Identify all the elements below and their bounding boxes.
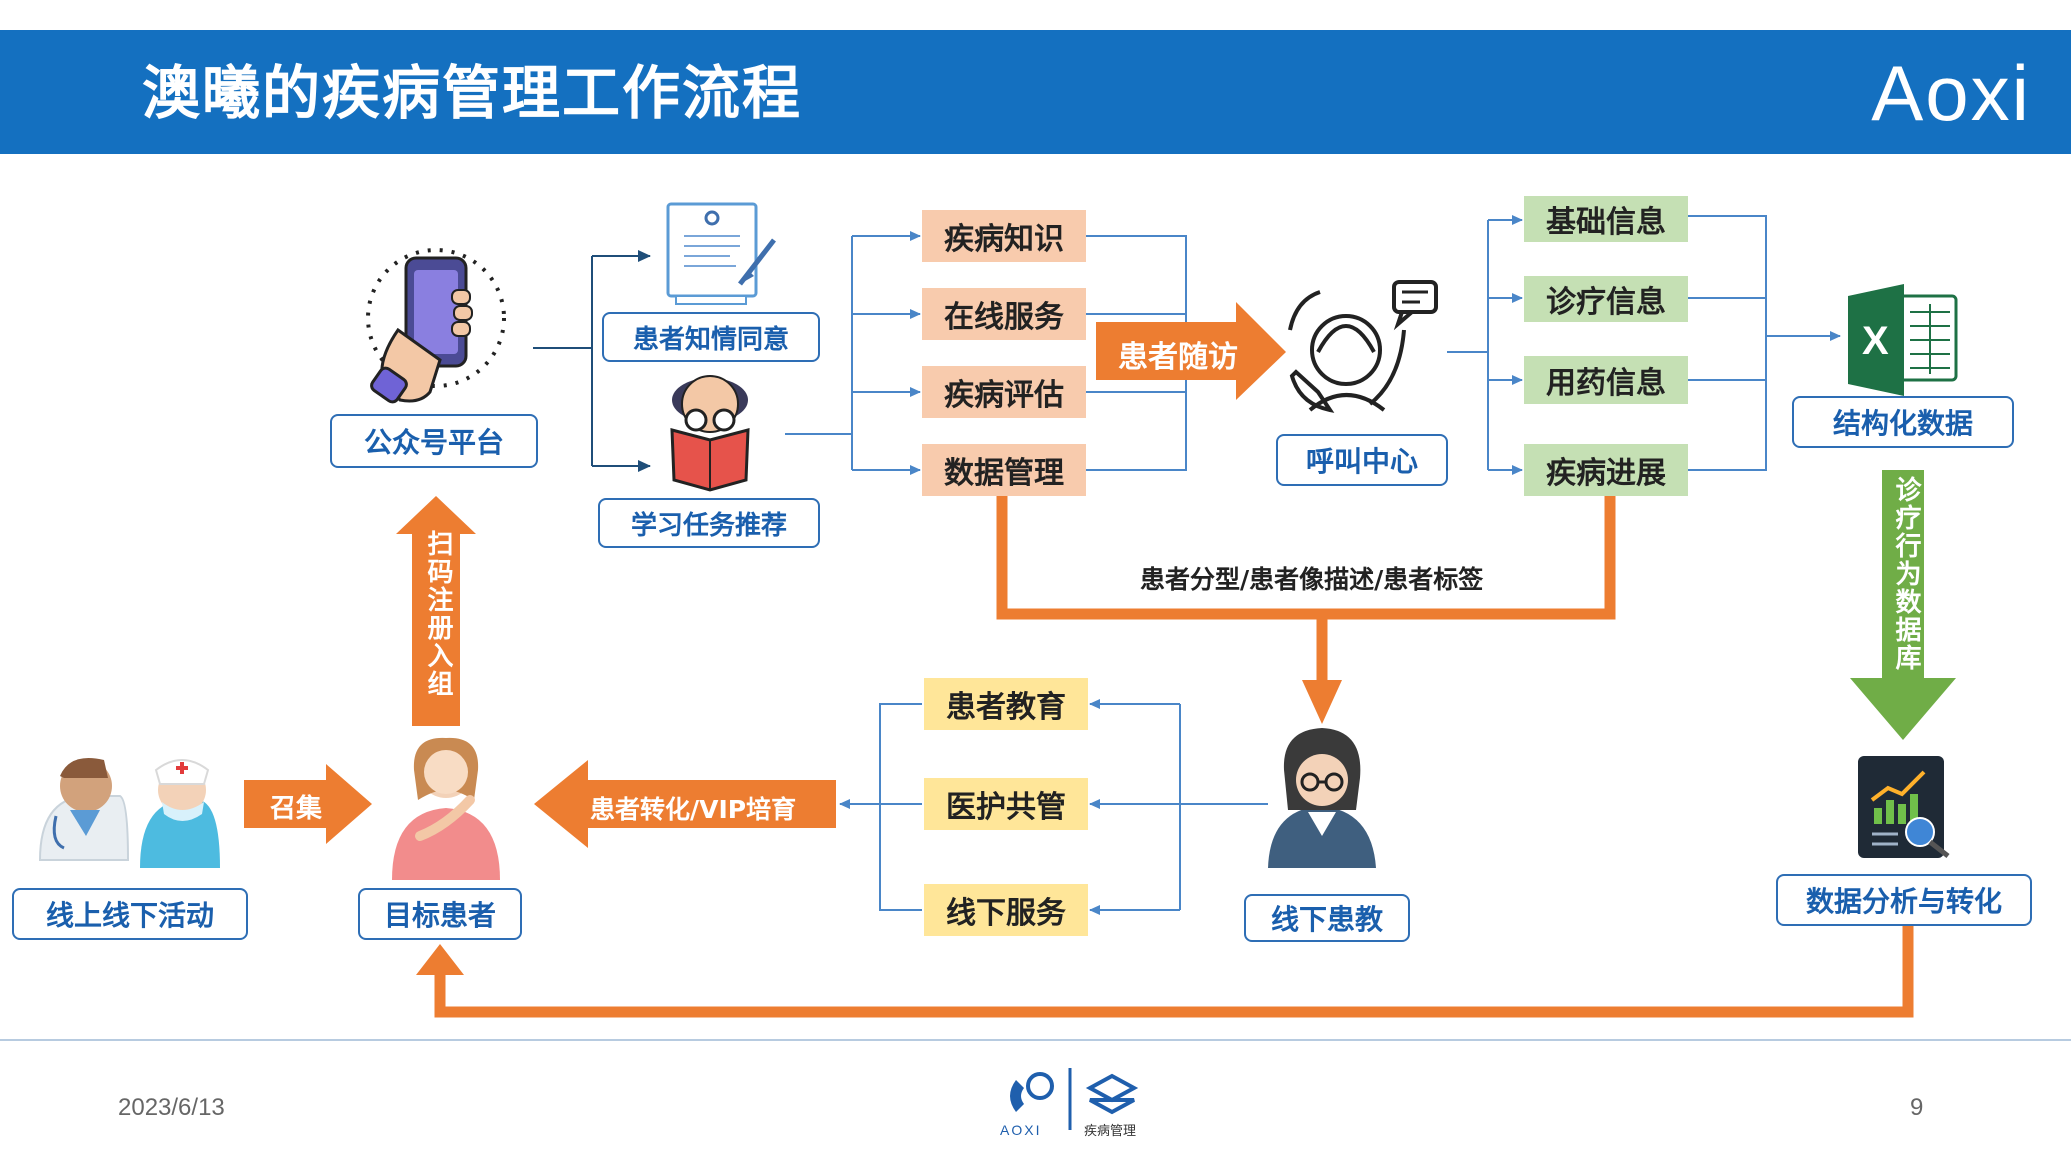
footer-page-number: 9 xyxy=(1910,1094,1924,1121)
footer-logo xyxy=(1010,1068,1139,1130)
call-center-label: 呼叫中心 xyxy=(1276,434,1448,486)
behavior-db-label: 诊疗行为数据库 xyxy=(1891,476,1921,672)
segmentation-label: 患者分型/患者像描述/患者标签 xyxy=(1140,565,1484,594)
info-diagnosis: 诊疗信息 xyxy=(1524,276,1688,322)
follow-up-arrow-label: 患者随访 xyxy=(1118,340,1238,375)
document-icon xyxy=(666,202,776,305)
educator-icon xyxy=(1268,728,1376,868)
service-online: 在线服务 xyxy=(922,288,1086,340)
offline-activity-label: 线上线下活动 xyxy=(12,888,248,940)
wechat-platform-label: 公众号平台 xyxy=(330,414,538,468)
doctor-icon xyxy=(38,758,130,861)
recruit-arrow-label: 召集 xyxy=(270,794,323,824)
nurse-icon xyxy=(140,759,220,868)
analysis-screen-icon xyxy=(1858,756,1950,858)
svg-text:X: X xyxy=(1862,319,1889,363)
education-offline-service: 线下服务 xyxy=(924,884,1088,936)
service-assessment: 疾病评估 xyxy=(922,366,1086,418)
service-data-management: 数据管理 xyxy=(922,444,1086,496)
page-title: 澳曦的疾病管理工作流程 xyxy=(142,59,803,127)
offline-education-label: 线下患教 xyxy=(1244,894,1410,942)
header-bar: 澳曦的疾病管理工作流程 Aoxi xyxy=(0,30,2071,154)
target-patient-icon xyxy=(392,737,500,880)
scan-register-label: 扫码注册入组 xyxy=(423,530,453,698)
service-disease-knowledge: 疾病知识 xyxy=(922,210,1086,262)
footer-logo-right-text: 疾病管理 xyxy=(1084,1124,1137,1139)
footer-logo-left-text: AOXI xyxy=(1000,1122,1042,1138)
info-medication: 用药信息 xyxy=(1524,356,1688,404)
aoxi-logo: Aoxi xyxy=(1871,49,2031,137)
info-progress: 疾病进展 xyxy=(1524,444,1688,496)
excel-icon: X xyxy=(1848,284,1958,396)
call-center-icon xyxy=(1288,280,1438,413)
reader-icon xyxy=(670,375,750,492)
learning-label: 学习任务推荐 xyxy=(598,498,820,548)
education-patient: 患者教育 xyxy=(924,678,1088,730)
data-analysis-label: 数据分析与转化 xyxy=(1776,874,2032,926)
consent-label: 患者知情同意 xyxy=(602,312,820,362)
info-basic: 基础信息 xyxy=(1524,196,1688,242)
conversion-arrow-label: 患者转化/VIP培育 xyxy=(590,795,797,824)
education-co-management: 医护共管 xyxy=(924,778,1088,830)
target-patient-label: 目标患者 xyxy=(358,888,522,940)
phone-icon xyxy=(366,248,506,404)
footer-date: 2023/6/13 xyxy=(118,1094,225,1121)
structured-data-label: 结构化数据 xyxy=(1792,396,2014,448)
